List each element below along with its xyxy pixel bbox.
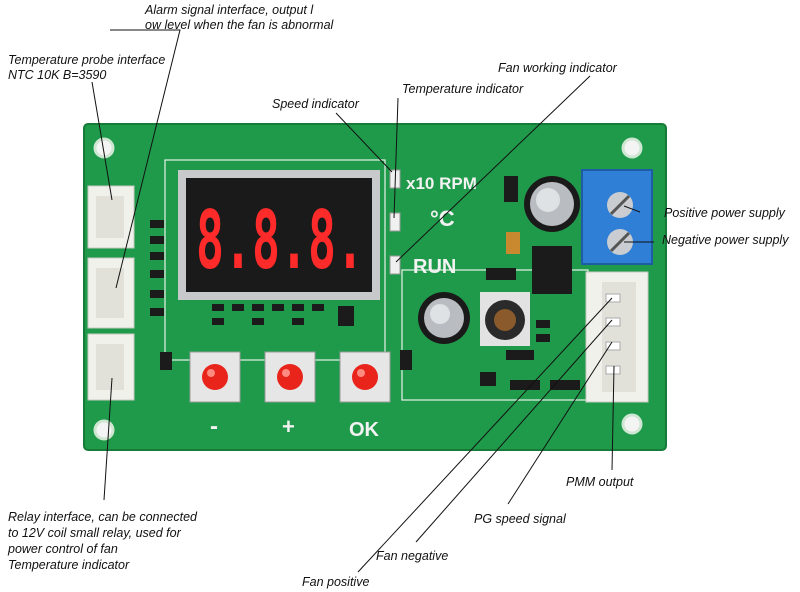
callout-fan-negative: Fan negative — [376, 549, 448, 563]
inductor — [480, 292, 530, 346]
fan-working-indicator-led — [389, 255, 401, 275]
minus-button[interactable] — [189, 351, 241, 403]
plus-button[interactable] — [264, 351, 316, 403]
smd-capacitor — [506, 232, 520, 254]
mount-hole — [93, 137, 115, 159]
callout-probe-line2: NTC 10K B=3590 — [8, 68, 106, 82]
callout-alarm-line1: Alarm signal interface, output l — [144, 3, 314, 17]
callout-pmm-output: PMM output — [566, 475, 634, 489]
mount-hole — [621, 413, 643, 435]
mount-hole — [93, 419, 115, 441]
callout-fan-positive: Fan positive — [302, 575, 369, 589]
callout-relay-line2: to 12V coil small relay, used for — [8, 526, 182, 540]
rpm-silk-label: x10 RPM — [406, 174, 477, 193]
minus-silk-label: - — [210, 413, 218, 440]
power-terminal-block — [581, 169, 653, 265]
callout-relay-line1: Relay interface, can be connected — [8, 510, 198, 524]
callout-probe-line1: Temperature probe interface — [8, 53, 165, 67]
alarm-signal-connector — [87, 257, 135, 329]
display-digits: 8.8.8. — [196, 194, 364, 287]
callout-negative-power: Negative power supply — [662, 233, 789, 247]
fan-connector — [585, 271, 649, 403]
mount-hole — [621, 137, 643, 159]
electrolytic-capacitor — [418, 292, 470, 344]
callout-alarm-line2: ow level when the fan is abnormal — [145, 18, 335, 32]
callout-fan-working-indicator: Fan working indicator — [498, 61, 618, 75]
callout-temperature-indicator: Temperature indicator — [402, 82, 524, 96]
callout-relay-line3: power control of fan — [7, 542, 118, 556]
callout-positive-power: Positive power supply — [664, 206, 786, 220]
run-silk-label: RUN — [413, 256, 456, 278]
callout-speed-indicator: Speed indicator — [272, 97, 360, 111]
electrolytic-capacitor — [524, 176, 580, 232]
callout-lines — [91, 29, 654, 573]
temperature-indicator-led — [389, 212, 401, 232]
smd-components — [150, 176, 580, 390]
seven-segment-display: 8.8.8. — [178, 170, 380, 300]
ok-button[interactable] — [339, 351, 391, 403]
callout-pg-speed: PG speed signal — [474, 512, 567, 526]
plus-silk-label: + — [282, 414, 295, 439]
callout-relay-line4: Temperature indicator — [8, 558, 130, 572]
ok-silk-label: OK — [349, 419, 380, 441]
